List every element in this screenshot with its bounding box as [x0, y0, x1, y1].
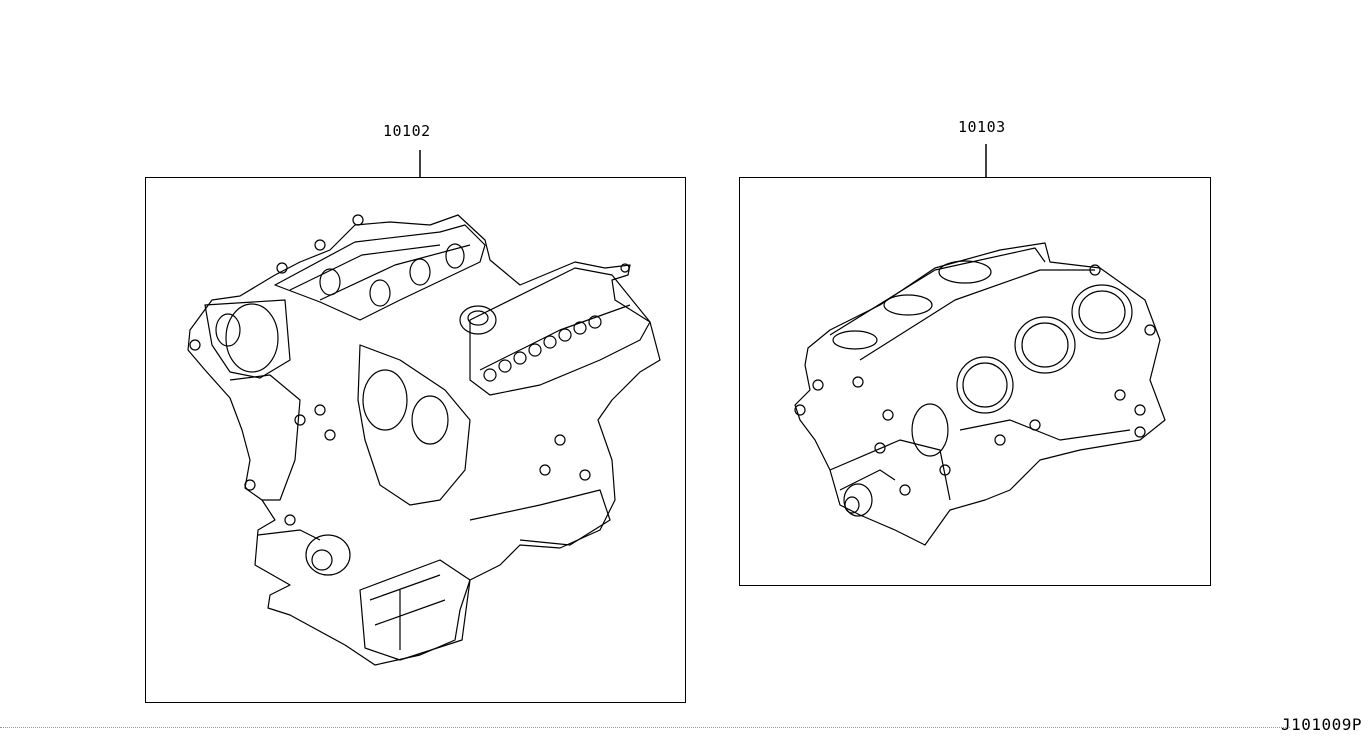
short-block-frame[interactable] — [739, 177, 1211, 586]
engine-assembly-drawing[interactable] — [187, 214, 661, 666]
part-number-label-10103[interactable]: 10103 — [958, 118, 1006, 136]
bottom-separator — [0, 727, 1290, 728]
diagram-code-label: J101009P — [1280, 715, 1362, 734]
part-number-label-10102[interactable]: 10102 — [383, 122, 431, 140]
engine-assembly-frame[interactable] — [145, 177, 686, 703]
short-block-drawing[interactable] — [794, 242, 1166, 546]
